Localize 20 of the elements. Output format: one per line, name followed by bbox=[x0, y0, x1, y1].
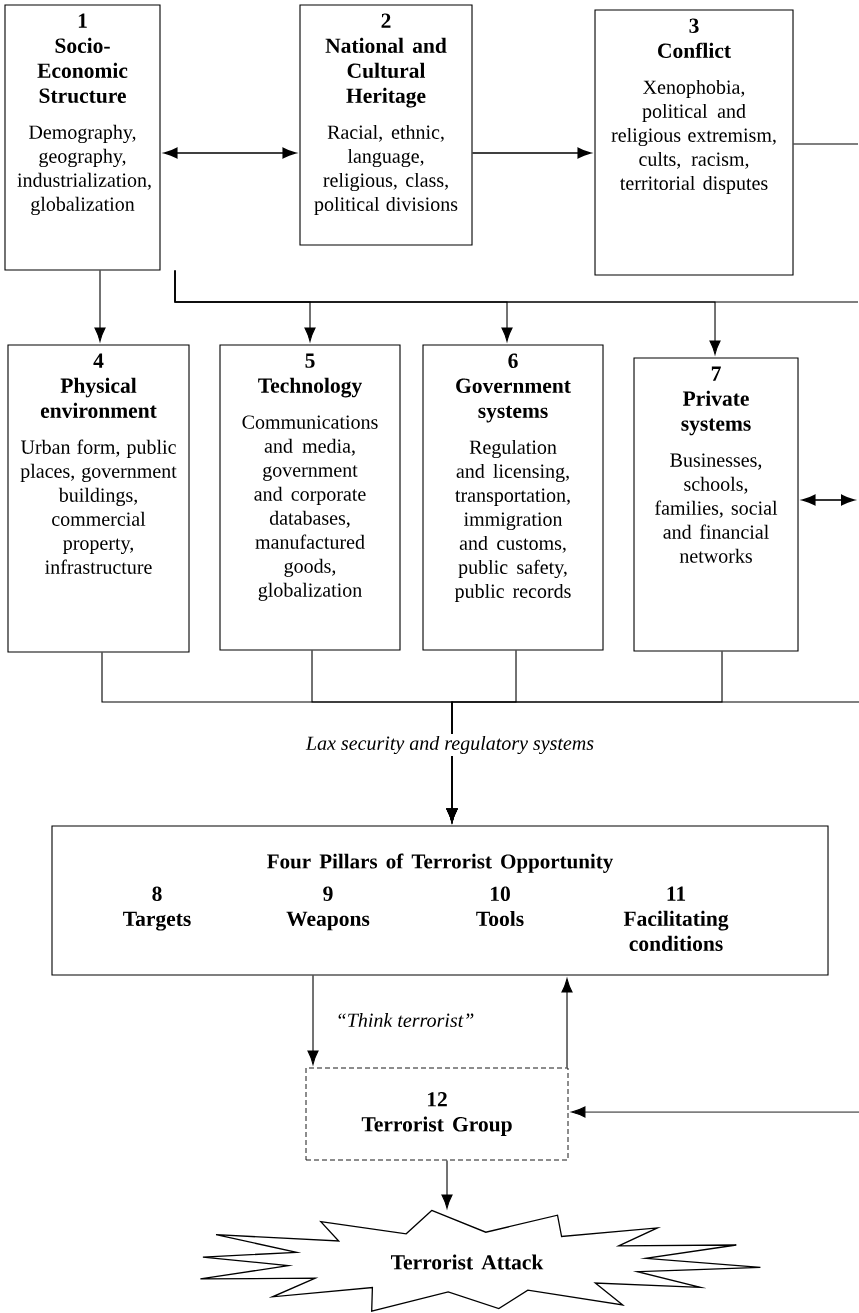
annotation-text: Lax security and regulatory systems bbox=[305, 735, 594, 755]
factor-box: 7 Private systems Businesses, schools, families, social and financial networks bbox=[633, 357, 799, 652]
factor-box: 5 Technology Communications and media, government and corporate databases, manufactured goods, globalization bbox=[219, 344, 401, 651]
arrow bbox=[802, 494, 855, 506]
arrow bbox=[571, 1106, 859, 1118]
factor-box: 3 Conflict Xenophobia, political and religious extremism, cults, racism, territorial disputes bbox=[594, 9, 794, 276]
annotation-text: “Think terrorist” bbox=[338, 1012, 474, 1028]
factor-box: 6 Government systems Regulation and licensing, transportation, immigration and customs, public safety, public records bbox=[422, 344, 604, 651]
arrow bbox=[164, 147, 296, 159]
pillars-box: Four Pillars of Terrorist Opportunity 8 Targets 9 Weapons 10 Tools 11 Facilitating conditions bbox=[51, 825, 829, 976]
dashed-box: 12 Terrorist Group bbox=[305, 1067, 569, 1161]
arrow bbox=[307, 975, 319, 1065]
arrow bbox=[471, 147, 591, 159]
arrow bbox=[561, 978, 573, 1069]
arrow bbox=[94, 270, 106, 342]
factor-box: 2 National and Cultural Heritage Racial, ethnic, language, religious, class, political divisions bbox=[299, 4, 473, 246]
factor-box: 4 Physical environment Urban form, public places, government buildings, commercial property, infrastructure bbox=[7, 344, 190, 653]
arrow bbox=[441, 1159, 453, 1209]
factor-box: 1 Socio-Economic Structure Demography, geography, industrialization, globalization bbox=[4, 4, 161, 271]
arrow bbox=[446, 701, 859, 823]
